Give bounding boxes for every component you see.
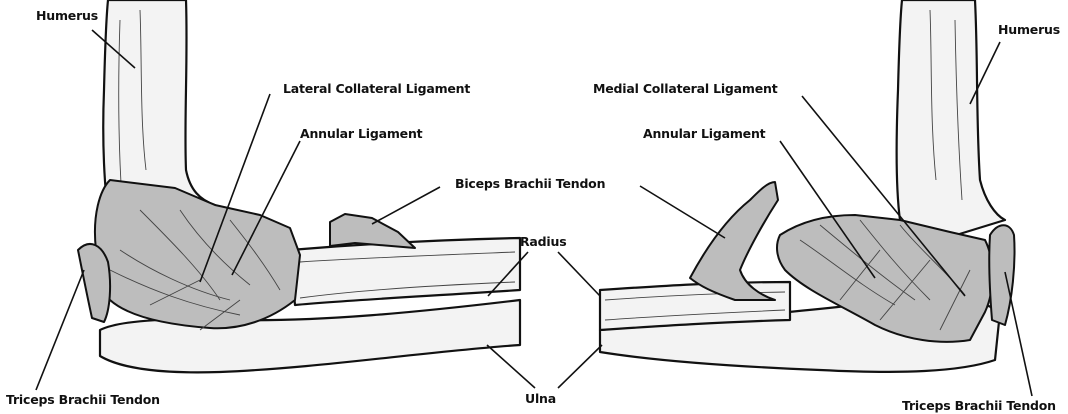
- leader-triceps-right: [1005, 272, 1032, 396]
- right-triceps-tendon-shape: [989, 225, 1014, 325]
- label-humerus-right: Humerus: [998, 22, 1060, 37]
- label-lateral-collateral-ligament: Lateral Collateral Ligament: [283, 81, 470, 96]
- left-elbow-lateral-view: [78, 0, 520, 372]
- label-annular-ligament-right: Annular Ligament: [643, 126, 765, 141]
- label-ulna: Ulna: [525, 391, 556, 406]
- label-triceps-brachii-tendon-left: Triceps Brachii Tendon: [6, 392, 160, 407]
- label-radius: Radius: [520, 234, 566, 249]
- label-medial-collateral-ligament: Medial Collateral Ligament: [593, 81, 778, 96]
- leader-triceps-left: [36, 270, 84, 390]
- leader-ulna-left: [487, 345, 535, 388]
- label-triceps-brachii-tendon-right: Triceps Brachii Tendon: [902, 398, 1056, 413]
- right-humerus-bone: [897, 0, 1005, 240]
- leader-biceps-left: [372, 187, 440, 224]
- left-triceps-tendon-shape: [78, 244, 110, 322]
- right-elbow-medial-view: [600, 0, 1015, 372]
- leader-radius-right: [558, 252, 600, 296]
- left-biceps-tendon-shape: [330, 214, 415, 248]
- label-annular-ligament-left: Annular Ligament: [300, 126, 422, 141]
- label-biceps-brachii-tendon: Biceps Brachii Tendon: [455, 176, 605, 191]
- leader-ulna-right: [558, 345, 602, 388]
- label-humerus-left: Humerus: [36, 8, 98, 23]
- leader-biceps-right: [640, 186, 725, 238]
